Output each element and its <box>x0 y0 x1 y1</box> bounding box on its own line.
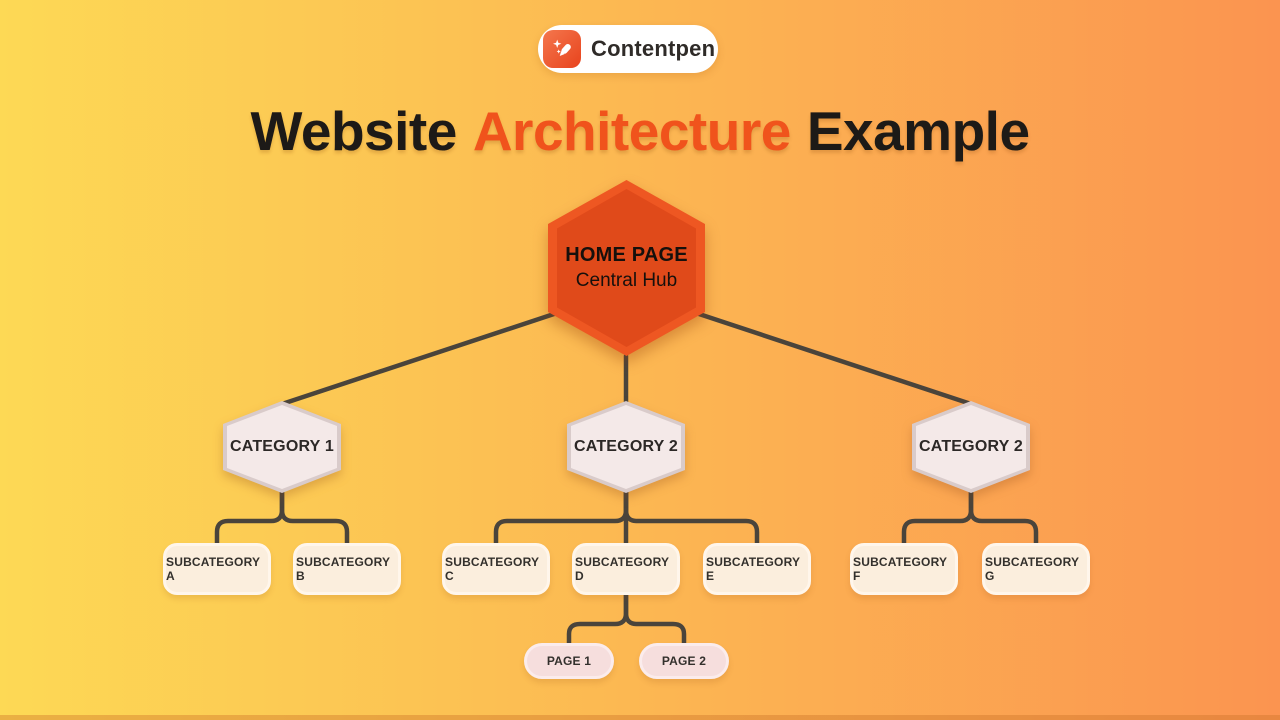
edge-cat3-subG <box>968 489 1039 548</box>
home-hexagon-text: HOME PAGE Central Hub <box>548 180 705 356</box>
category-label: CATEGORY 2 <box>919 438 1023 455</box>
node-page-2: PAGE 2 <box>639 643 729 679</box>
edge-subD-page1 <box>566 591 629 649</box>
node-subcategory-b: SUBCATEGORY B <box>293 543 401 595</box>
node-category-1: CATEGORY 1 <box>223 401 341 493</box>
edge-cat2-subC <box>493 489 629 548</box>
node-subcategory-c: SUBCATEGORY C <box>442 543 550 595</box>
brand-logo: Contentpen <box>538 25 718 73</box>
node-page-1: PAGE 1 <box>524 643 614 679</box>
edge-root-category1 <box>279 309 563 407</box>
category-hexagon-shape <box>223 401 341 493</box>
edge-subD-page2 <box>623 591 687 649</box>
node-subcategory-e: SUBCATEGORY E <box>703 543 811 595</box>
home-hexagon-inner <box>557 189 696 347</box>
title-suffix: Example <box>806 100 1030 162</box>
edge-cat2-subE <box>623 489 760 548</box>
home-hexagon-shape <box>548 180 705 356</box>
node-subcategory-d: SUBCATEGORY D <box>572 543 680 595</box>
edge-cat1-subB <box>279 489 350 548</box>
home-title: HOME PAGE <box>565 244 688 266</box>
node-category-3: CATEGORY 2 <box>912 401 1030 493</box>
category-hexagon-shape <box>567 401 685 493</box>
category-hexagon-shape <box>912 401 1030 493</box>
home-subtitle: Central Hub <box>575 270 678 291</box>
brand-name: Contentpen <box>591 36 716 61</box>
pen-sparkle-icon <box>543 30 581 68</box>
bottom-edge-strip <box>0 715 1280 720</box>
edge-cat3-subF <box>901 489 974 548</box>
node-subcategory-a: SUBCATEGORY A <box>163 543 271 595</box>
node-subcategory-g: SUBCATEGORY G <box>982 543 1090 595</box>
title-highlight: Architecture <box>472 100 791 162</box>
edge-root-category3 <box>690 309 974 407</box>
edge-cat1-subA <box>214 489 285 548</box>
page-title: Website Architecture Example <box>0 100 1280 163</box>
category-label: CATEGORY 1 <box>230 438 334 455</box>
node-subcategory-f: SUBCATEGORY F <box>850 543 958 595</box>
category-label: CATEGORY 2 <box>574 438 678 455</box>
node-home-page: HOME PAGE Central Hub <box>548 180 705 356</box>
node-category-2: CATEGORY 2 <box>567 401 685 493</box>
title-prefix: Website <box>250 100 457 162</box>
